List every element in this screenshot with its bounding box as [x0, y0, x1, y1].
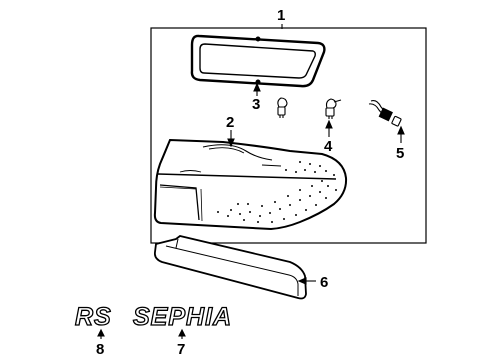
assembly-box — [150, 27, 427, 244]
bulb-socket — [368, 100, 402, 127]
rs-emblem: RS — [75, 303, 112, 331]
callout-1: 1 — [277, 7, 285, 24]
callout-3: 3 — [252, 96, 260, 113]
bulb-right — [325, 98, 342, 119]
callout-4: 4 — [324, 138, 333, 155]
callout-7: 7 — [177, 341, 185, 358]
callout-6: 6 — [320, 274, 328, 291]
callout-2: 2 — [226, 114, 234, 131]
lamp-texture — [217, 161, 337, 223]
bulb-left — [277, 97, 288, 118]
callout-8: 8 — [96, 341, 104, 358]
leader-lines — [97, 24, 405, 339]
sephia-emblem: SEPHIA — [133, 303, 232, 331]
lower-trim — [153, 235, 307, 300]
tail-lamp-housing — [153, 138, 348, 231]
gasket-part — [190, 34, 326, 88]
callout-5: 5 — [396, 145, 404, 162]
